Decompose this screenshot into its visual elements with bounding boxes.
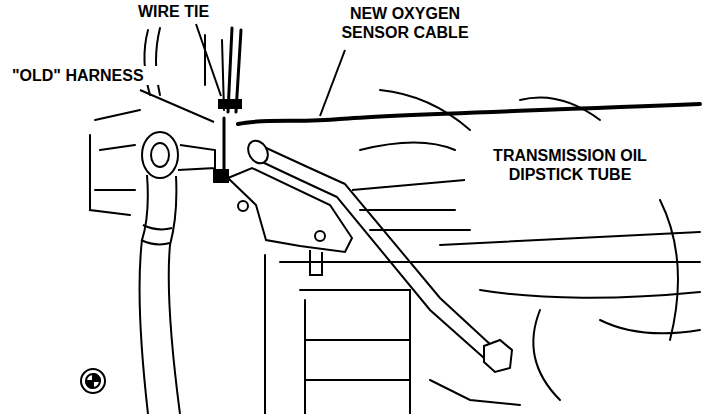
engine-background: [144, 30, 150, 95]
engine-background: [100, 145, 135, 150]
dipstick-tube: [244, 137, 272, 167]
engine-background: [360, 143, 455, 151]
bmw-logo: [86, 381, 93, 388]
engine-background: [480, 290, 700, 298]
wire-tie: [214, 100, 241, 182]
bmw-logo: [86, 374, 100, 388]
engine-background: [95, 110, 140, 120]
dipstick-tube: [484, 340, 512, 372]
engine-background: [600, 320, 700, 333]
part-label: WIRE TIE: [136, 2, 250, 21]
engine-background: [430, 380, 520, 405]
mounting-bracket: [315, 231, 325, 241]
part-label: NEW OXYGEN SENSOR CABLE: [328, 4, 482, 42]
engine-background: [300, 289, 410, 291]
engine-background: [280, 261, 520, 263]
mounting-bracket: [310, 250, 322, 275]
engine-background: [533, 310, 560, 400]
engine-background: [305, 379, 410, 381]
oxygen-sensor-cable: [238, 104, 700, 124]
engine-background: [304, 300, 306, 414]
engine-background: [305, 339, 410, 341]
engine-background: [90, 28, 700, 414]
mounting-bracket: [228, 168, 352, 252]
mounting-bracket: [238, 201, 248, 211]
bmw-logo: [81, 369, 105, 393]
engine-background: [409, 290, 411, 414]
coolant-hose: [143, 225, 172, 229]
part-label: TRANSMISSION OIL DIPSTICK TUBE: [468, 146, 672, 184]
bmw-logo: [81, 369, 105, 393]
coolant-hose: [140, 132, 215, 414]
bmw-logo: [93, 374, 100, 381]
leader-lines: [140, 24, 465, 190]
engine-background: [440, 232, 700, 245]
engine-background: [360, 209, 455, 211]
coolant-hose: [178, 145, 215, 170]
leader-lines: [196, 24, 221, 96]
engine-background: [380, 90, 470, 130]
engine-background: [660, 200, 678, 340]
coolant-hose: [140, 175, 148, 414]
coolant-hose: [169, 176, 180, 414]
coolant-hose: [141, 240, 170, 244]
dipstick-tube: [258, 160, 484, 358]
coolant-hose: [151, 143, 169, 167]
engine-background: [264, 255, 266, 414]
engine-background: [95, 189, 135, 191]
coolant-hose: [142, 132, 178, 178]
wire-tie: [214, 170, 228, 182]
leader-lines: [140, 90, 214, 122]
leader-lines: [320, 50, 345, 116]
mounting-bracket: [228, 168, 352, 275]
wire-tie: [219, 100, 241, 108]
leader-lines: [352, 180, 465, 190]
engine-background: [204, 35, 206, 85]
part-label: "OLD" HARNESS: [10, 66, 164, 85]
engine-background: [520, 261, 700, 263]
